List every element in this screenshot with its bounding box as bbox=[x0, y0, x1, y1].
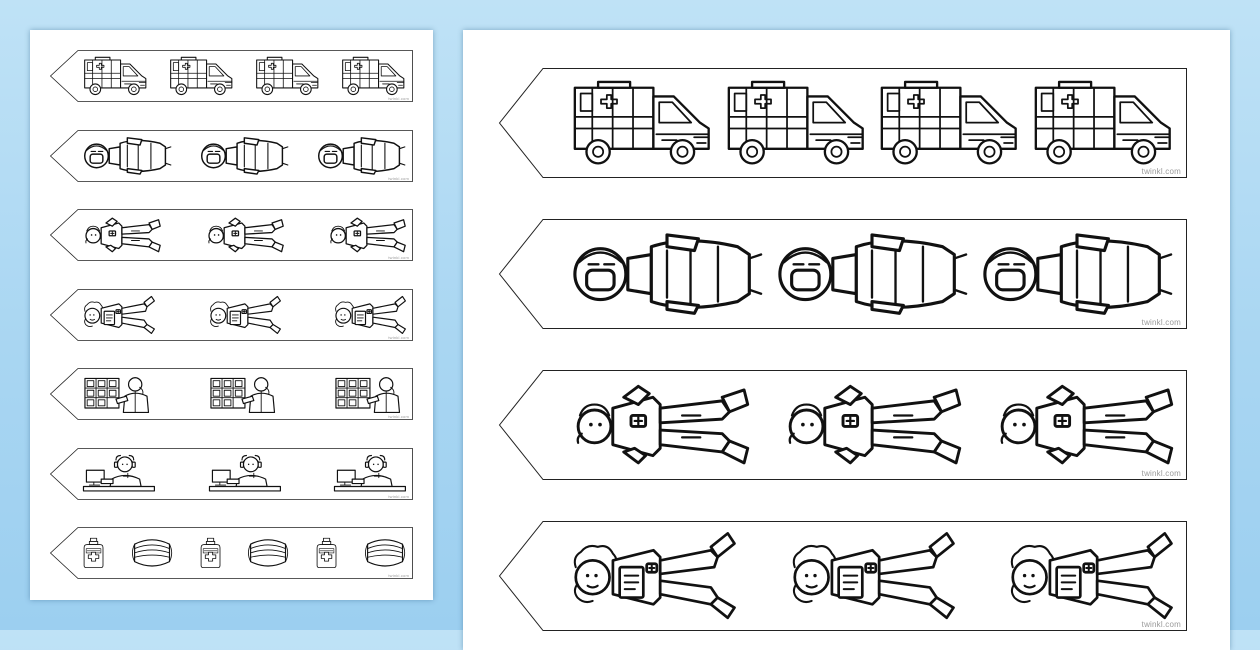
bookmark-artwork bbox=[569, 226, 1175, 322]
watermark-text: twinkl.com bbox=[1141, 318, 1181, 327]
paramedic-illustration bbox=[82, 215, 162, 255]
ambulance-illustration bbox=[168, 56, 235, 96]
bookmark-masked-doctor: twinkl.com bbox=[49, 129, 413, 182]
paramedic-illustration bbox=[205, 215, 285, 255]
nurse-clipboard-illustration bbox=[1006, 530, 1175, 621]
bookmark-pharmacist-shelves: twinkl.com bbox=[49, 368, 413, 420]
pharmacist-shelves-illustration bbox=[82, 374, 156, 414]
bookmark-artwork bbox=[82, 135, 407, 177]
bookmark-artwork bbox=[82, 373, 407, 415]
paramedic-illustration bbox=[569, 379, 751, 470]
masked-doctor-illustration bbox=[199, 136, 290, 176]
masked-doctor-illustration bbox=[316, 136, 407, 176]
bookmark-artwork bbox=[569, 528, 1175, 624]
face-mask-icon bbox=[130, 534, 174, 572]
bookmark-nurse-clipboard: twinkl.com bbox=[49, 288, 413, 341]
watermark-text: twinkl.com bbox=[388, 334, 409, 340]
face-mask-icon bbox=[363, 534, 407, 572]
bookmark-sheet-small: twinkl.com twinkl.com twinkl.com twinkl.com… bbox=[30, 30, 433, 600]
ambulance-illustration bbox=[1030, 79, 1176, 166]
bookmark-ambulance: twinkl.com bbox=[49, 50, 413, 102]
hand-sanitiser-icon bbox=[199, 533, 222, 573]
bookmark-sanitiser-and-mask: twinkl.com bbox=[49, 527, 413, 579]
bookmark-paramedic: twinkl.com bbox=[498, 370, 1187, 480]
call-handler-illustration bbox=[82, 454, 156, 494]
watermark-text: twinkl.com bbox=[388, 175, 409, 181]
ambulance-illustration bbox=[340, 56, 407, 96]
nurse-clipboard-illustration bbox=[788, 530, 957, 621]
pharmacist-shelves-illustration bbox=[208, 374, 282, 414]
bookmark-artwork bbox=[82, 532, 407, 574]
face-mask-icon bbox=[246, 534, 290, 572]
nurse-clipboard-illustration bbox=[208, 295, 282, 335]
call-handler-illustration bbox=[333, 454, 407, 494]
masked-doctor-illustration bbox=[569, 231, 765, 317]
watermark-text: twinkl.com bbox=[1141, 620, 1181, 629]
watermark-text: twinkl.com bbox=[388, 96, 409, 101]
ambulance-illustration bbox=[254, 56, 321, 96]
ambulance-illustration bbox=[82, 56, 149, 96]
call-handler-illustration bbox=[208, 454, 282, 494]
bookmark-call-handler: twinkl.com bbox=[49, 447, 413, 500]
bookmark-ambulance: twinkl.com bbox=[498, 68, 1187, 178]
bookmark-artwork bbox=[569, 75, 1175, 171]
paramedic-illustration bbox=[781, 379, 963, 470]
bookmark-masked-doctor: twinkl.com bbox=[498, 219, 1187, 329]
ambulance-illustration bbox=[723, 79, 869, 166]
bookmark-artwork bbox=[569, 377, 1175, 473]
bookmark-paramedic: twinkl.com bbox=[49, 209, 413, 261]
masked-doctor-illustration bbox=[979, 231, 1175, 317]
nurse-clipboard-illustration bbox=[569, 530, 738, 621]
ambulance-illustration bbox=[569, 79, 715, 166]
bookmark-outline bbox=[49, 50, 413, 102]
nurse-clipboard-illustration bbox=[82, 295, 156, 335]
ambulance-illustration bbox=[876, 79, 1022, 166]
bookmark-artwork bbox=[82, 453, 407, 495]
paramedic-illustration bbox=[327, 215, 407, 255]
watermark-text: twinkl.com bbox=[1141, 469, 1181, 478]
watermark-text: twinkl.com bbox=[1141, 167, 1181, 176]
watermark-text: twinkl.com bbox=[388, 255, 409, 260]
paramedic-illustration bbox=[993, 379, 1175, 470]
bookmark-nurse-clipboard: twinkl.com bbox=[498, 521, 1187, 631]
bookmark-artwork bbox=[82, 55, 407, 97]
masked-doctor-illustration bbox=[774, 231, 970, 317]
pharmacist-shelves-illustration bbox=[333, 374, 407, 414]
bookmark-artwork bbox=[82, 214, 407, 256]
bookmark-artwork bbox=[82, 294, 407, 336]
watermark-text: twinkl.com bbox=[388, 493, 409, 499]
masked-doctor-illustration bbox=[82, 136, 173, 176]
nurse-clipboard-illustration bbox=[333, 295, 407, 335]
watermark-text: twinkl.com bbox=[388, 414, 409, 419]
hand-sanitiser-icon bbox=[82, 533, 105, 573]
watermark-text: twinkl.com bbox=[388, 573, 409, 578]
bookmark-sheet-large: twinkl.com twinkl.com twinkl.com twinkl.com bbox=[463, 30, 1230, 650]
hand-sanitiser-icon bbox=[315, 533, 338, 573]
